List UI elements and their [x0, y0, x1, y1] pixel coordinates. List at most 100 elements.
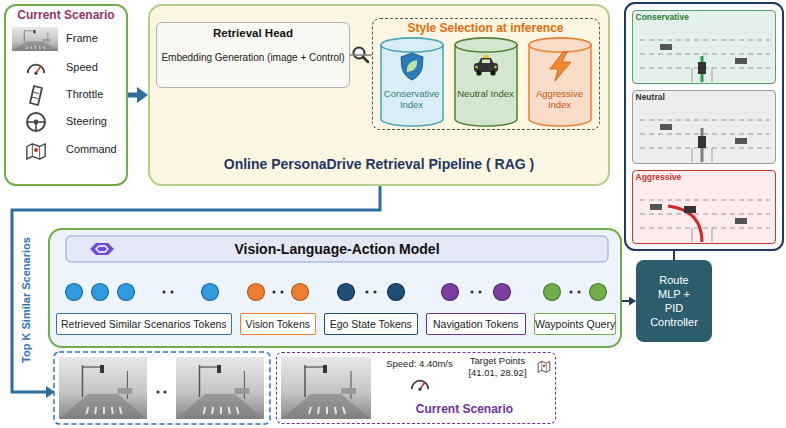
throttle-icon	[30, 86, 42, 105]
aggressive-scene	[640, 200, 770, 242]
conservative-scene	[701, 56, 704, 82]
command-icon	[27, 144, 45, 159]
frame-thumbnail	[12, 27, 58, 51]
taxi-icon	[483, 55, 489, 58]
aggressive-scene	[650, 204, 662, 210]
aggressive-scene	[668, 206, 702, 242]
ellipsis-dots	[156, 390, 159, 393]
state-value: Speed: 4.40m/s	[378, 358, 462, 369]
token-label: Waypoints Query	[535, 314, 615, 334]
vla-model-panel: Retrieved Similar Scenarios Tokens Vision…	[48, 228, 622, 348]
shield-icon	[401, 53, 423, 80]
text-slot: Speed	[66, 61, 124, 74]
conservative-scene	[640, 40, 770, 68]
token-circles	[66, 284, 83, 301]
ellipsis-dots	[365, 290, 368, 293]
frame-thumbnail	[12, 27, 58, 51]
steering-icon	[39, 121, 46, 123]
text-slot: Ego State Tokens	[325, 314, 417, 334]
command-icon	[27, 144, 45, 159]
retrieval-head-box: Retrieval HeadEmbedding Generation (imag…	[156, 22, 350, 88]
text-slot: Speed: 4.40m/s	[378, 358, 462, 369]
model-title-bar	[66, 236, 608, 262]
shield-icon	[401, 53, 423, 80]
cylinder-body	[381, 38, 443, 126]
style-panel-frame	[625, 3, 783, 250]
ellipsis-dots	[156, 390, 166, 393]
token-box: Retrieved Similar Scenarios Tokens	[56, 313, 232, 335]
text-slot: Retrieved Similar Scenarios Tokens	[57, 314, 231, 334]
edge-label: Top K Similar Scenarios	[17, 215, 35, 385]
panel-title: Online PersonaDrive Retrieval Pipeline (…	[152, 156, 606, 173]
text-slot: Conservative	[636, 12, 726, 22]
token-circles	[202, 284, 219, 301]
token-box: Ego State Tokens	[324, 313, 418, 335]
model-logo	[90, 243, 114, 255]
token-label: Navigation Tokens	[427, 314, 525, 334]
neutral-scene	[692, 148, 693, 162]
aggressive-scene	[640, 214, 770, 215]
text-slot: Embedding Generation (image + Control)	[158, 52, 348, 64]
taxi-icon	[490, 70, 495, 75]
box-heading: Retrieval Head	[158, 27, 348, 41]
aggressive-scene	[692, 228, 693, 242]
cylinder-outline	[454, 38, 518, 126]
retrieval-arrow	[12, 186, 380, 398]
current-scenario-image	[281, 357, 371, 419]
neutral-scene	[640, 148, 770, 149]
taxi-icon	[494, 66, 497, 69]
conservative-scene	[712, 68, 713, 82]
box-label: Embedding Generation (image + Control)	[158, 52, 348, 64]
steering-icon	[35, 125, 37, 132]
conservative-scene	[640, 40, 770, 41]
ellipsis-dots	[170, 290, 173, 293]
panel-title: Current Scenario	[6, 8, 126, 22]
throttle-icon	[33, 92, 39, 94]
ellipsis-dots	[470, 290, 473, 293]
neutral-scene	[640, 134, 770, 135]
speed-icon	[28, 65, 45, 75]
neutral-scene	[660, 124, 672, 130]
target-icon	[538, 361, 550, 372]
token-circles	[544, 284, 561, 301]
model-title-bar	[66, 236, 608, 262]
ellipsis-dots	[373, 290, 376, 293]
text-slot: Aggressive Index	[529, 88, 591, 110]
steering-icon	[27, 113, 45, 131]
ellipsis-dots	[577, 290, 580, 293]
text-slot: Neutral Index	[455, 88, 517, 99]
text-slot: Current Scenario	[380, 402, 550, 416]
neutral-scene	[735, 138, 747, 144]
lightning-icon	[550, 52, 571, 81]
taxi-icon	[474, 55, 498, 76]
style-example-box: Neutral	[632, 90, 776, 164]
search-icon	[354, 48, 365, 59]
text-slot: Top K Similar Scenarios	[17, 215, 35, 385]
cylinder-outline	[528, 38, 592, 126]
taxi-icon	[475, 66, 478, 69]
conservative-scene	[698, 62, 706, 74]
text-slot: Navigation Tokens	[427, 314, 525, 334]
target-icon	[538, 361, 550, 372]
retrieved-scenario-image	[176, 357, 264, 419]
text-slot: Retrieval Head	[158, 27, 348, 41]
token-circles	[292, 284, 309, 301]
cylinder-body	[455, 38, 517, 126]
token-box: Vision Tokens	[240, 313, 316, 335]
style-selection-box: Conservative IndexNeutral IndexAggressiv…	[372, 18, 600, 130]
neutral-scene	[640, 120, 770, 162]
route-link	[674, 250, 675, 260]
neutral-scene	[712, 148, 713, 162]
ellipsis-dots	[163, 390, 166, 393]
text-slot: Vision Tokens	[241, 314, 315, 334]
current-scenario-box: Speed: 4.40m/sTarget Points [41.01, 28.9…	[276, 352, 556, 424]
state-value: Target Points [41.01, 28.92]	[460, 355, 536, 379]
index-cylinder: Neutral Index	[454, 38, 518, 126]
text-slot: Current Scenario	[6, 8, 126, 22]
conservative-scene	[640, 54, 770, 55]
neutral-scene	[640, 120, 770, 121]
token-box: Navigation Tokens	[426, 313, 526, 335]
retrieved-scenario-image	[59, 357, 147, 419]
neutral-scene	[640, 120, 770, 148]
steering-icon	[27, 121, 34, 123]
